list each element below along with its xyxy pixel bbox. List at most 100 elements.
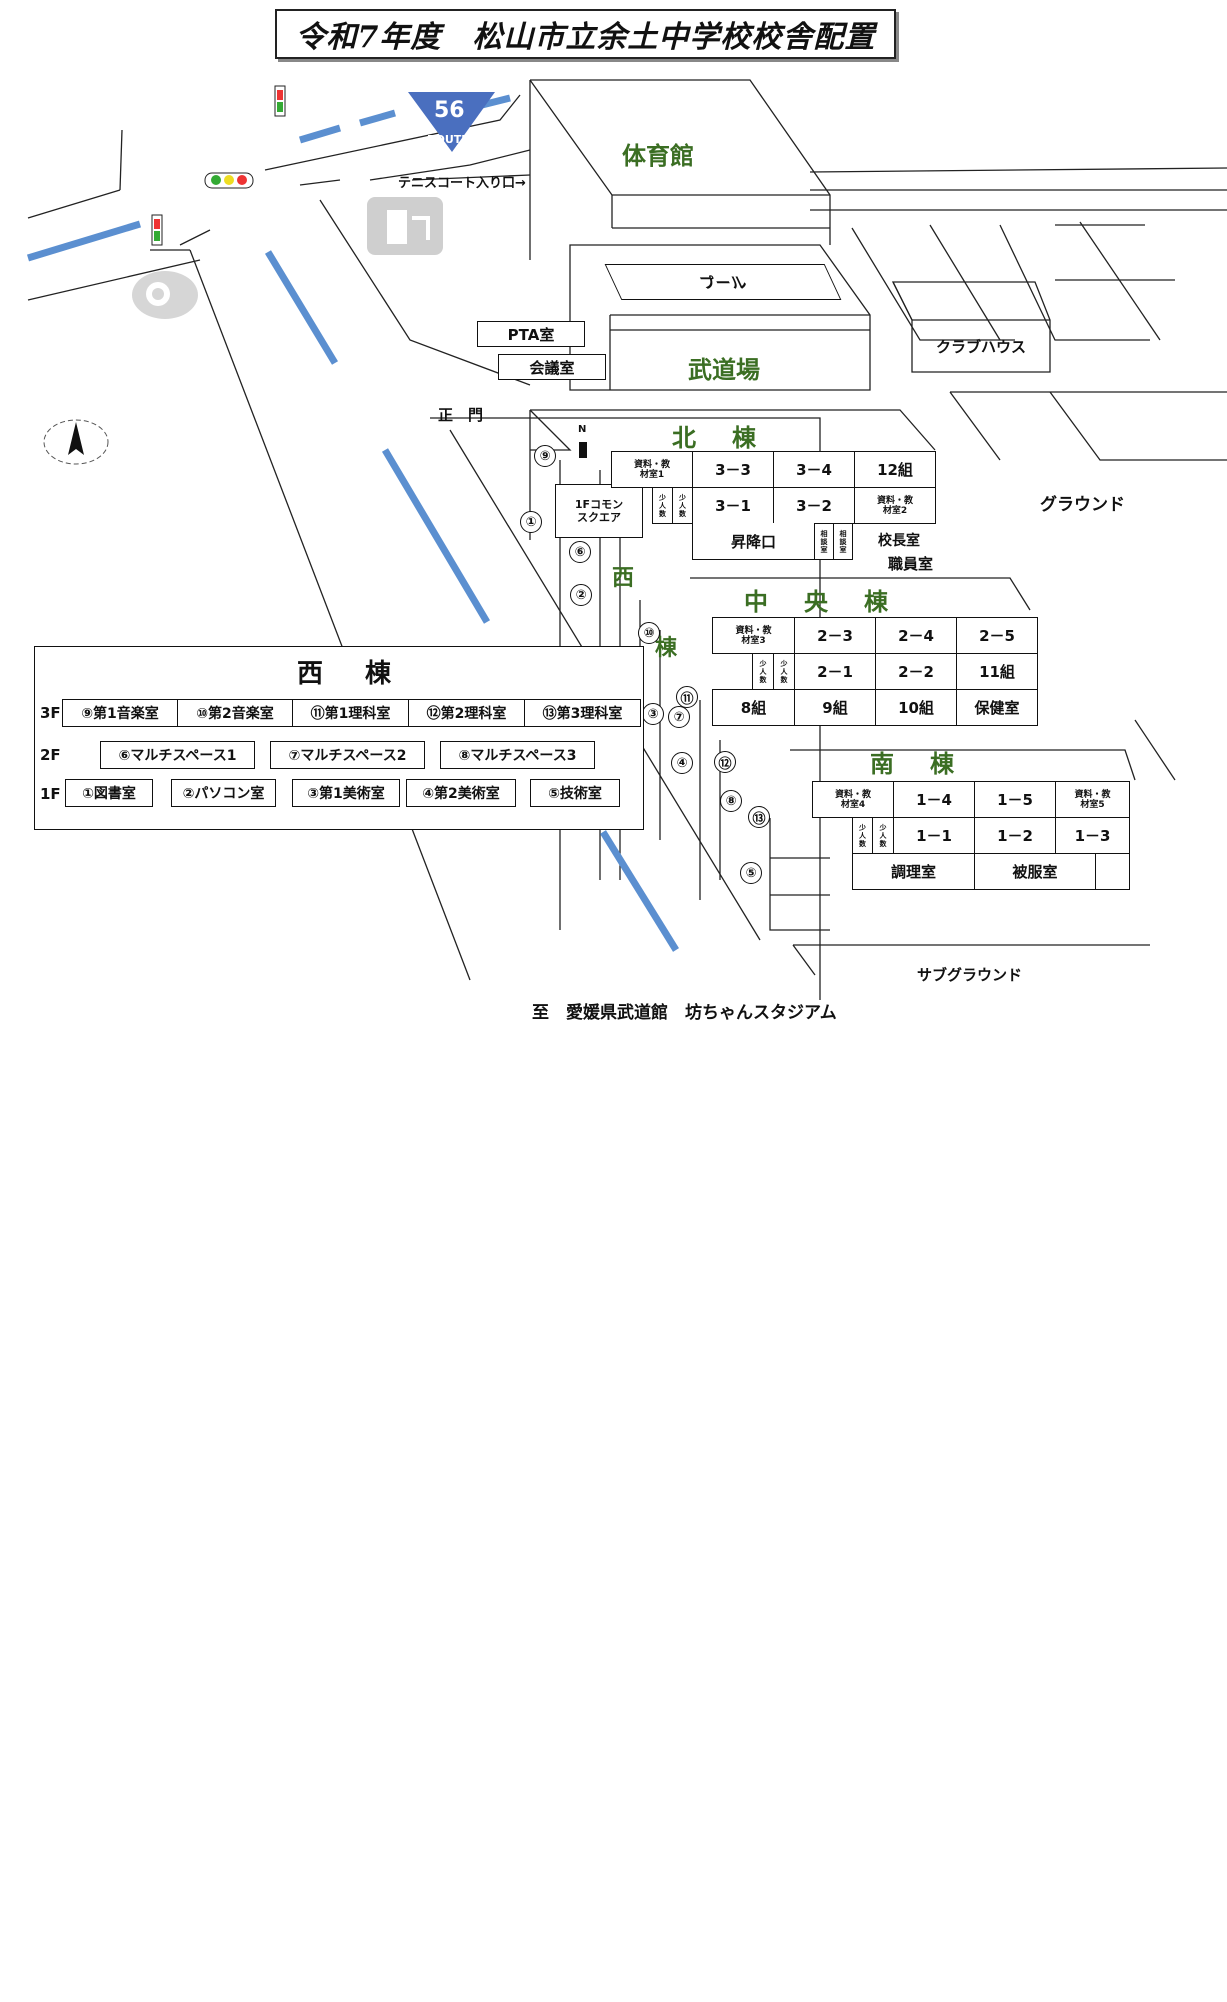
room-multispace-3: ⑧マルチスペース3 [440,741,595,769]
west-side-label-a: 西 [612,566,635,591]
map-marker: ⑨ [534,445,556,467]
staff-room: 職員室 [888,555,934,573]
main-gate-label: 正 門 [438,406,484,424]
gas-station-icon [367,197,443,255]
room-3-2: 3－2 [773,487,855,524]
room-9kumi: 9組 [794,689,876,726]
south-shiryo5: 資料・教 材室5 [1055,781,1130,818]
room-multispace-2: ⑦マルチスペース2 [270,741,425,769]
route-number: 56 [434,98,465,123]
room-science-1: ⑪第1理科室 [292,699,409,727]
cooking-room: 調理室 [852,853,975,890]
pta-room: PTA室 [477,321,585,347]
budojo-label: 武道場 [688,356,760,384]
sodan-room-b: 相 談 室 [833,523,853,560]
shokoguchi: 昇降口 [692,523,815,560]
room-2-1: 2－1 [794,653,876,690]
west-building-title: 西 棟 [297,659,400,689]
north-shiryo1: 資料・教 材室1 [611,451,693,488]
south-shonin-b: 少 人 数 [872,817,894,854]
south-shonin-a: 少 人 数 [852,817,873,854]
map-marker: ⑥ [569,541,591,563]
traffic-light-icon [204,172,254,189]
floor-label-2f: 2F [40,746,61,764]
room-8kumi: 8組 [712,689,795,726]
room-1-2: 1－2 [974,817,1056,854]
room-3-1: 3－1 [692,487,774,524]
commons-square: 1Fコモン スクエア [555,484,643,538]
south-building-title: 南 棟 [870,750,960,778]
central-shiryo3: 資料・教 材室3 [712,617,795,654]
south-shiryo4: 資料・教 材室4 [812,781,894,818]
room-2-3: 2－3 [794,617,876,654]
map-marker: ⑤ [740,862,762,884]
room-2-2: 2－2 [875,653,957,690]
pool-label: プール [604,264,842,300]
room-art-2: ④第2美術室 [406,779,516,807]
room-1-5: 1－5 [974,781,1056,818]
room-technology: ⑤技術室 [530,779,620,807]
room-art-1: ③第1美術室 [292,779,400,807]
tennis-entrance-label: テニスコート入り口→ [398,176,526,191]
room-library: ①図書室 [65,779,153,807]
north-shonin-b: 少 人 数 [672,487,693,524]
map-marker: ⑩ [638,622,660,644]
room-10kumi: 10組 [875,689,957,726]
room-music-2: ⑩第2音楽室 [177,699,293,727]
traffic-light-icon [151,214,163,246]
meeting-room: 会議室 [498,354,606,380]
compass-icon [43,419,109,465]
campus-map: 令和7年度 松山市立余土中学校校舎配置 56 ROUTE テニスコート入り口→ … [26,9,1227,1023]
ground-label: グラウンド [1040,495,1125,515]
floor-label-3f: 3F [40,704,61,722]
map-marker: ① [520,511,542,533]
south-end-cell [1095,853,1130,890]
route-word: ROUTE [427,133,469,146]
map-marker: ④ [671,752,693,774]
room-music-1: ⑨第1音楽室 [62,699,178,727]
central-shonin-a: 少 人 数 [752,653,774,690]
room-12kumi: 12組 [854,451,936,488]
club-house-label: クラブハウス [936,338,1027,356]
room-2-4: 2－4 [875,617,957,654]
principal-room: 校長室 [878,533,920,549]
sewing-room: 被服室 [974,853,1096,890]
map-marker: ⑦ [668,706,690,728]
route-56-shield-icon [408,92,495,152]
restaurant-icon [132,271,198,319]
room-multispace-1: ⑥マルチスペース1 [100,741,255,769]
room-3-4: 3－4 [773,451,855,488]
central-shonin-b: 少 人 数 [773,653,795,690]
west-side-label-b: 棟 [655,636,678,661]
room-2-5: 2－5 [956,617,1038,654]
map-marker: ⑬ [748,806,770,828]
room-science-3: ⑬第3理科室 [524,699,641,727]
north-shonin-a: 少 人 数 [652,487,673,524]
map-marker: ③ [642,703,664,725]
room-science-2: ⑫第2理科室 [408,699,525,727]
sub-ground-label: サブグラウンド [917,966,1023,984]
west-building-legend: 西 棟 3F ⑨第1音楽室 ⑩第2音楽室 ⑪第1理科室 ⑫第2理科室 ⑬第3理科… [34,646,644,830]
north-arrow-icon [579,442,587,458]
map-marker: ⑧ [720,790,742,812]
map-marker: ② [570,584,592,606]
health-room: 保健室 [956,689,1038,726]
floor-label-1f: 1F [40,785,61,803]
room-1-4: 1－4 [893,781,975,818]
north-building-title: 北 棟 [672,424,762,452]
room-3-3: 3－3 [692,451,774,488]
map-marker: ⑪ [676,686,698,708]
traffic-light-icon [274,85,286,117]
central-building-title: 中 央 棟 [744,588,894,616]
map-marker: ⑫ [714,751,736,773]
gym-label: 体育館 [622,142,694,170]
destination-label: 至 愛媛県武道館 坊ちゃんスタジアム [532,1003,837,1023]
room-11kumi: 11組 [956,653,1038,690]
north-arrow-label: N [578,424,587,435]
room-1-1: 1－1 [893,817,975,854]
room-computer: ②パソコン室 [171,779,276,807]
north-shiryo2: 資料・教 材室2 [854,487,936,524]
room-1-3: 1－3 [1055,817,1130,854]
page-title: 令和7年度 松山市立余土中学校校舎配置 [275,9,896,59]
sodan-room-a: 相 談 室 [814,523,834,560]
